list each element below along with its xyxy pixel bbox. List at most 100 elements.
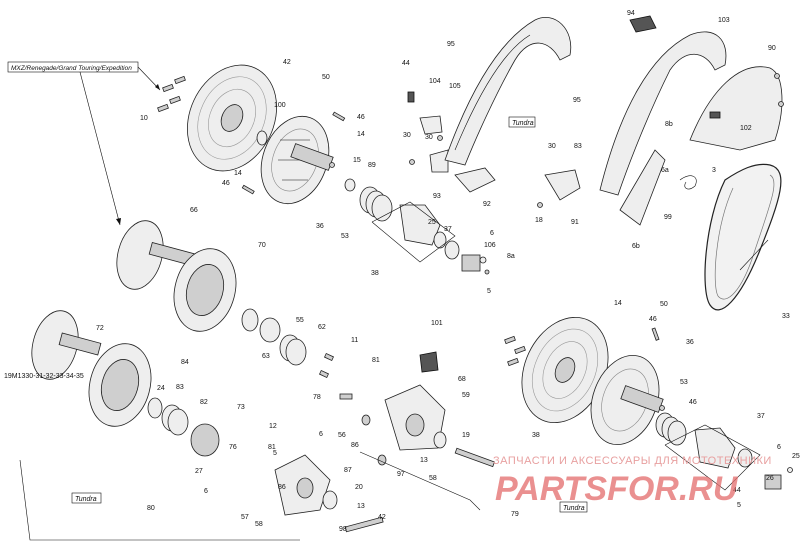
group-38-lower-outline bbox=[664, 424, 761, 491]
ring-20 bbox=[322, 490, 338, 510]
callout-80: 80 bbox=[147, 505, 155, 512]
callout-99: 99 bbox=[664, 214, 672, 221]
block-101 bbox=[419, 351, 439, 373]
callout-73: 73 bbox=[237, 404, 245, 411]
callout-6: 6 bbox=[777, 444, 781, 451]
callout-37: 37 bbox=[757, 413, 765, 420]
callout-46: 46 bbox=[222, 180, 230, 187]
drawing-code: 19M1330-31-32-33-34-35 bbox=[4, 373, 84, 380]
callout-24: 24 bbox=[157, 385, 165, 392]
callout-83: 83 bbox=[176, 384, 184, 391]
callout-53: 53 bbox=[341, 233, 349, 240]
callout-100: 100 bbox=[274, 102, 286, 109]
callout-81: 81 bbox=[372, 357, 380, 364]
callout-25: 25 bbox=[428, 219, 436, 226]
callout-38: 38 bbox=[532, 432, 540, 439]
bolt-97 bbox=[454, 447, 495, 468]
tundra-tag-lower-right bbox=[559, 501, 588, 513]
callout-15: 15 bbox=[353, 157, 361, 164]
callout-6: 6 bbox=[490, 230, 494, 237]
callout-25: 25 bbox=[792, 453, 800, 460]
callout-84: 84 bbox=[181, 359, 189, 366]
callout-86: 86 bbox=[278, 484, 286, 491]
clip-104 bbox=[407, 91, 415, 103]
callout-72: 72 bbox=[96, 325, 104, 332]
callout-36: 36 bbox=[686, 339, 694, 346]
callout-95: 95 bbox=[447, 41, 455, 48]
tundra-tag-lower-left-text: Tundra bbox=[75, 496, 97, 503]
callout-46: 46 bbox=[649, 316, 657, 323]
callout-58: 58 bbox=[429, 475, 437, 482]
callout-8b: 8b bbox=[665, 121, 673, 128]
clip-3 bbox=[679, 175, 697, 190]
knob-94 bbox=[629, 15, 657, 33]
callout-19: 19 bbox=[462, 432, 470, 439]
bolts-10-lower bbox=[504, 335, 526, 367]
ring-37-lower bbox=[737, 448, 753, 468]
callout-90: 90 bbox=[768, 45, 776, 52]
callout-6: 6 bbox=[204, 488, 208, 495]
callout-87: 87 bbox=[344, 467, 352, 474]
ring-55 bbox=[259, 317, 281, 343]
callout-83: 83 bbox=[574, 143, 582, 150]
fixed-sheave-42 bbox=[186, 64, 278, 172]
callout-56: 56 bbox=[338, 432, 346, 439]
movable-sheave-50 bbox=[260, 115, 334, 205]
spring-82 bbox=[161, 404, 189, 436]
callout-8a: 8a bbox=[507, 253, 515, 260]
callout-95: 95 bbox=[573, 97, 581, 104]
callout-68: 68 bbox=[458, 376, 466, 383]
watermark-logo: PARTSFOR.RU bbox=[495, 470, 739, 508]
callout-79: 79 bbox=[511, 511, 519, 518]
callout-94: 94 bbox=[627, 10, 635, 17]
callout-3: 3 bbox=[712, 167, 716, 174]
callout-78: 78 bbox=[313, 394, 321, 401]
callout-98: 98 bbox=[339, 526, 347, 533]
bracket-83 bbox=[544, 169, 581, 201]
callout-46: 46 bbox=[357, 114, 365, 121]
callout-13: 13 bbox=[420, 457, 428, 464]
callout-59: 59 bbox=[462, 392, 470, 399]
callout-57: 57 bbox=[241, 514, 249, 521]
callout-14: 14 bbox=[357, 131, 365, 138]
cover-90 bbox=[689, 66, 783, 151]
spring-53 bbox=[359, 186, 393, 222]
callout-20: 20 bbox=[355, 484, 363, 491]
callout-50: 50 bbox=[660, 301, 668, 308]
callout-58: 58 bbox=[255, 521, 263, 528]
callout-5: 5 bbox=[487, 288, 491, 295]
callout-18: 18 bbox=[535, 217, 543, 224]
callout-26: 26 bbox=[766, 475, 774, 482]
callout-76: 76 bbox=[229, 444, 237, 451]
bracket-92 bbox=[454, 167, 496, 193]
tundra-tag-lower-right-text: Tundra bbox=[563, 505, 585, 512]
callout-55: 55 bbox=[296, 317, 304, 324]
guard-95-right bbox=[599, 31, 727, 196]
callout-105: 105 bbox=[449, 83, 461, 90]
callout-66: 66 bbox=[190, 207, 198, 214]
callout-44: 44 bbox=[733, 487, 741, 494]
callout-37: 37 bbox=[444, 226, 452, 233]
bracket-93 bbox=[429, 149, 449, 173]
callout-102: 102 bbox=[740, 125, 752, 132]
spring-53-lower bbox=[655, 412, 687, 446]
callout-30: 30 bbox=[425, 134, 433, 141]
callout-81: 81 bbox=[268, 444, 276, 451]
movable-sheave-50-lower bbox=[590, 355, 664, 445]
housing-44 bbox=[461, 254, 481, 272]
housing-44-lower bbox=[764, 474, 782, 490]
callout-104: 104 bbox=[429, 78, 441, 85]
callout-6: 6 bbox=[319, 431, 323, 438]
callout-62: 62 bbox=[318, 324, 326, 331]
fixed-sheave-42-lower bbox=[521, 316, 609, 424]
plate-99 bbox=[619, 149, 666, 226]
spring-62 bbox=[279, 334, 307, 366]
ring-83-lower bbox=[147, 397, 163, 419]
callout-30: 30 bbox=[403, 132, 411, 139]
callout-101: 101 bbox=[431, 320, 443, 327]
callout-11: 11 bbox=[351, 337, 358, 344]
ring-37 bbox=[444, 240, 460, 260]
callout-5: 5 bbox=[737, 502, 741, 509]
